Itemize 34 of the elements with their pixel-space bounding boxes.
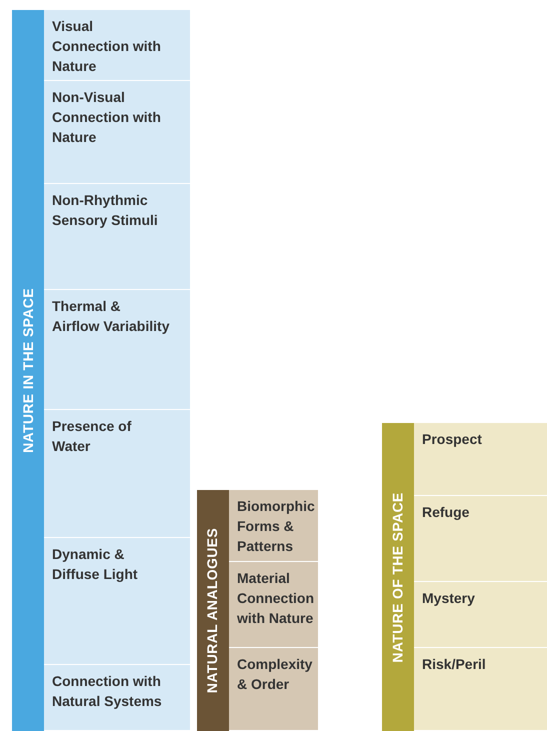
pattern-label: Material Connection with Nature: [237, 569, 315, 628]
band-heading: NATURAL ANALOGUES: [204, 528, 222, 694]
pattern-cell: [44, 665, 190, 731]
pattern-cell: [44, 538, 190, 665]
category-band: [382, 423, 547, 731]
pattern-cell: [44, 10, 190, 81]
pattern-label: Connection with Natural Systems: [52, 672, 163, 711]
pattern-label: Prospect: [422, 430, 483, 449]
pattern-label: Visual Connection with Nature: [52, 17, 162, 76]
pattern-label: Dynamic & Diffuse Light: [52, 545, 139, 584]
pattern-cell: [414, 496, 547, 582]
pattern-cell: [44, 81, 190, 184]
pattern-label: Risk/Peril: [422, 655, 487, 674]
category-band: [197, 490, 318, 731]
pattern-label: Refuge: [422, 503, 470, 522]
pattern-cell: [44, 290, 190, 410]
pattern-label: Non-Visual Connection with Nature: [52, 88, 162, 147]
pattern-cell: [414, 582, 547, 648]
pattern-cell: [229, 648, 318, 731]
category-band: [12, 10, 190, 731]
pattern-label: Biomorphic Forms & Patterns: [237, 497, 316, 556]
band-heading: NATURE IN THE SPACE: [18, 288, 36, 453]
pattern-label: Mystery: [422, 589, 476, 608]
pattern-label: Complexity & Order: [237, 655, 314, 694]
pattern-label: Thermal & Airflow Variability: [52, 297, 170, 336]
pattern-cell: [44, 184, 190, 290]
pattern-cell: [414, 648, 547, 731]
pattern-cell: [229, 490, 318, 562]
pattern-label: Non-Rhythmic Sensory Stimuli: [52, 191, 159, 230]
pattern-label: Presence of Water: [52, 417, 132, 456]
band-heading: NATURE OF THE SPACE: [388, 492, 406, 662]
pattern-cell: [229, 562, 318, 648]
pattern-cell: [414, 423, 547, 496]
pattern-cell: [44, 410, 190, 538]
